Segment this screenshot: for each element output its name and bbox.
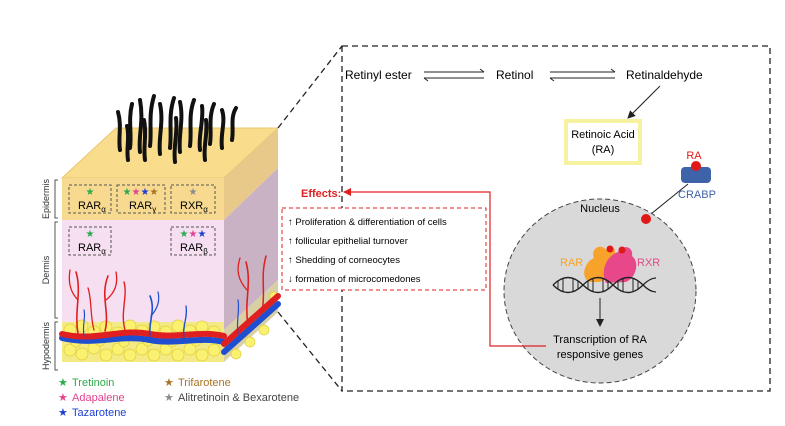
svg-text:Retinoic Acid: Retinoic Acid bbox=[571, 129, 635, 141]
receptor-label: RARα bbox=[78, 200, 106, 214]
nucleus: Nucleus RAR RXR Transcription of RA resp… bbox=[503, 198, 697, 384]
adapalene-star: ★ bbox=[132, 187, 141, 198]
skin-side-dermis bbox=[224, 168, 278, 330]
dermis-label: Dermis bbox=[41, 255, 51, 284]
alitretinoin-legend-star: ★ bbox=[164, 392, 174, 404]
tretinoin-legend-label: Tretinoin bbox=[72, 377, 114, 389]
receptor-label: RXRα bbox=[180, 200, 208, 214]
tazarotene-star: ★ bbox=[141, 187, 150, 198]
rar-label: RAR bbox=[560, 257, 583, 269]
receptor-label: RARγ bbox=[129, 200, 156, 214]
alitretinoin-legend-label: Alitretinoin & Bexarotene bbox=[178, 392, 299, 404]
dna-helix bbox=[552, 276, 657, 294]
nucleus-label: Nucleus bbox=[580, 203, 620, 215]
dermis-layer bbox=[62, 220, 224, 330]
adapalene-legend-label: Adapalene bbox=[72, 392, 125, 404]
effects-title: Effects: bbox=[301, 188, 341, 200]
hair bbox=[116, 94, 238, 164]
receptor-box-epi-rar-gamma: ★ ★ ★ ★ RARγ bbox=[116, 184, 166, 214]
effects-arrow bbox=[343, 188, 546, 347]
crabp-label: CRABP bbox=[678, 189, 716, 201]
tazarotene-star: ★ bbox=[198, 229, 207, 240]
trifarotene-legend-star: ★ bbox=[164, 377, 174, 389]
tretinoin-star: ★ bbox=[123, 187, 132, 198]
transcription-line1: Transcription of RA bbox=[553, 334, 647, 346]
tretinoin-star: ★ bbox=[180, 229, 189, 240]
transcription-line2: responsive genes bbox=[557, 349, 644, 361]
blood-vessels bbox=[59, 255, 281, 355]
skin-block: ★ RARα ★ ★ ★ ★ RARγ ★ RXRα ★ RARα ★ ★ ★ … bbox=[59, 94, 281, 362]
effect-item-3: ↑ Shedding of corneocytes bbox=[288, 255, 400, 266]
trifarotene-star: ★ bbox=[150, 187, 159, 198]
tretinoin-star: ★ bbox=[86, 229, 95, 240]
svg-text:(RA): (RA) bbox=[592, 144, 615, 156]
tazarotene-legend-star: ★ bbox=[58, 407, 68, 419]
effects-box bbox=[281, 207, 487, 291]
retinoic-acid-box: Retinoic Acid (RA) bbox=[564, 119, 642, 165]
crabp-protein: RA CRABP bbox=[678, 150, 716, 201]
rxr-protein bbox=[603, 247, 637, 283]
adapalene-legend-star: ★ bbox=[58, 392, 68, 404]
rxr-label: RXR bbox=[637, 257, 660, 269]
equilibrium-arrows bbox=[423, 68, 616, 82]
retinaldehyde-label: Retinaldehyde bbox=[626, 68, 703, 82]
alitretinoin-star: ★ bbox=[189, 187, 198, 198]
receptor-box-der-rar-beta: ★ ★ ★ RARβ bbox=[170, 226, 216, 256]
layer-labels bbox=[54, 179, 58, 371]
epidermis-label: Epidermis bbox=[41, 178, 51, 219]
tretinoin-star: ★ bbox=[86, 187, 95, 198]
receptor-label: RARα bbox=[78, 242, 106, 256]
receptor-box-epi-rar-alpha: ★ RARα bbox=[68, 184, 112, 214]
epidermis-layer bbox=[62, 178, 224, 220]
receptor-label: RARβ bbox=[180, 242, 208, 256]
skin-side-epidermis bbox=[224, 128, 278, 220]
tretinoin-legend-star: ★ bbox=[58, 377, 68, 389]
tazarotene-legend-label: Tazarotene bbox=[72, 407, 126, 419]
drug-legend: ★ Tretinoin ★ Adapalene ★ Tazarotene ★ T… bbox=[58, 377, 299, 419]
ra-molecule bbox=[641, 214, 651, 224]
effect-item-2: ↑ follicular epithelial turnover bbox=[288, 236, 408, 247]
adapalene-star: ★ bbox=[189, 229, 198, 240]
retinol-label: Retinol bbox=[496, 68, 533, 82]
effect-item-1: ↑ Proliferation & differentiation of cel… bbox=[288, 217, 447, 228]
receptor-box-der-rar-alpha: ★ RARα bbox=[68, 226, 112, 256]
receptor-box-epi-rxr-alpha: ★ RXRα bbox=[170, 184, 216, 214]
effect-item-4: ↓ formation of microcomedones bbox=[288, 274, 421, 285]
retinyl-ester-label: Retinyl ester bbox=[345, 68, 412, 82]
hypodermis-label: Hypodermis bbox=[41, 321, 51, 370]
arrow-to-retinoic-acid bbox=[627, 85, 661, 119]
trifarotene-legend-label: Trifarotene bbox=[178, 377, 231, 389]
ra-label: RA bbox=[686, 150, 702, 162]
